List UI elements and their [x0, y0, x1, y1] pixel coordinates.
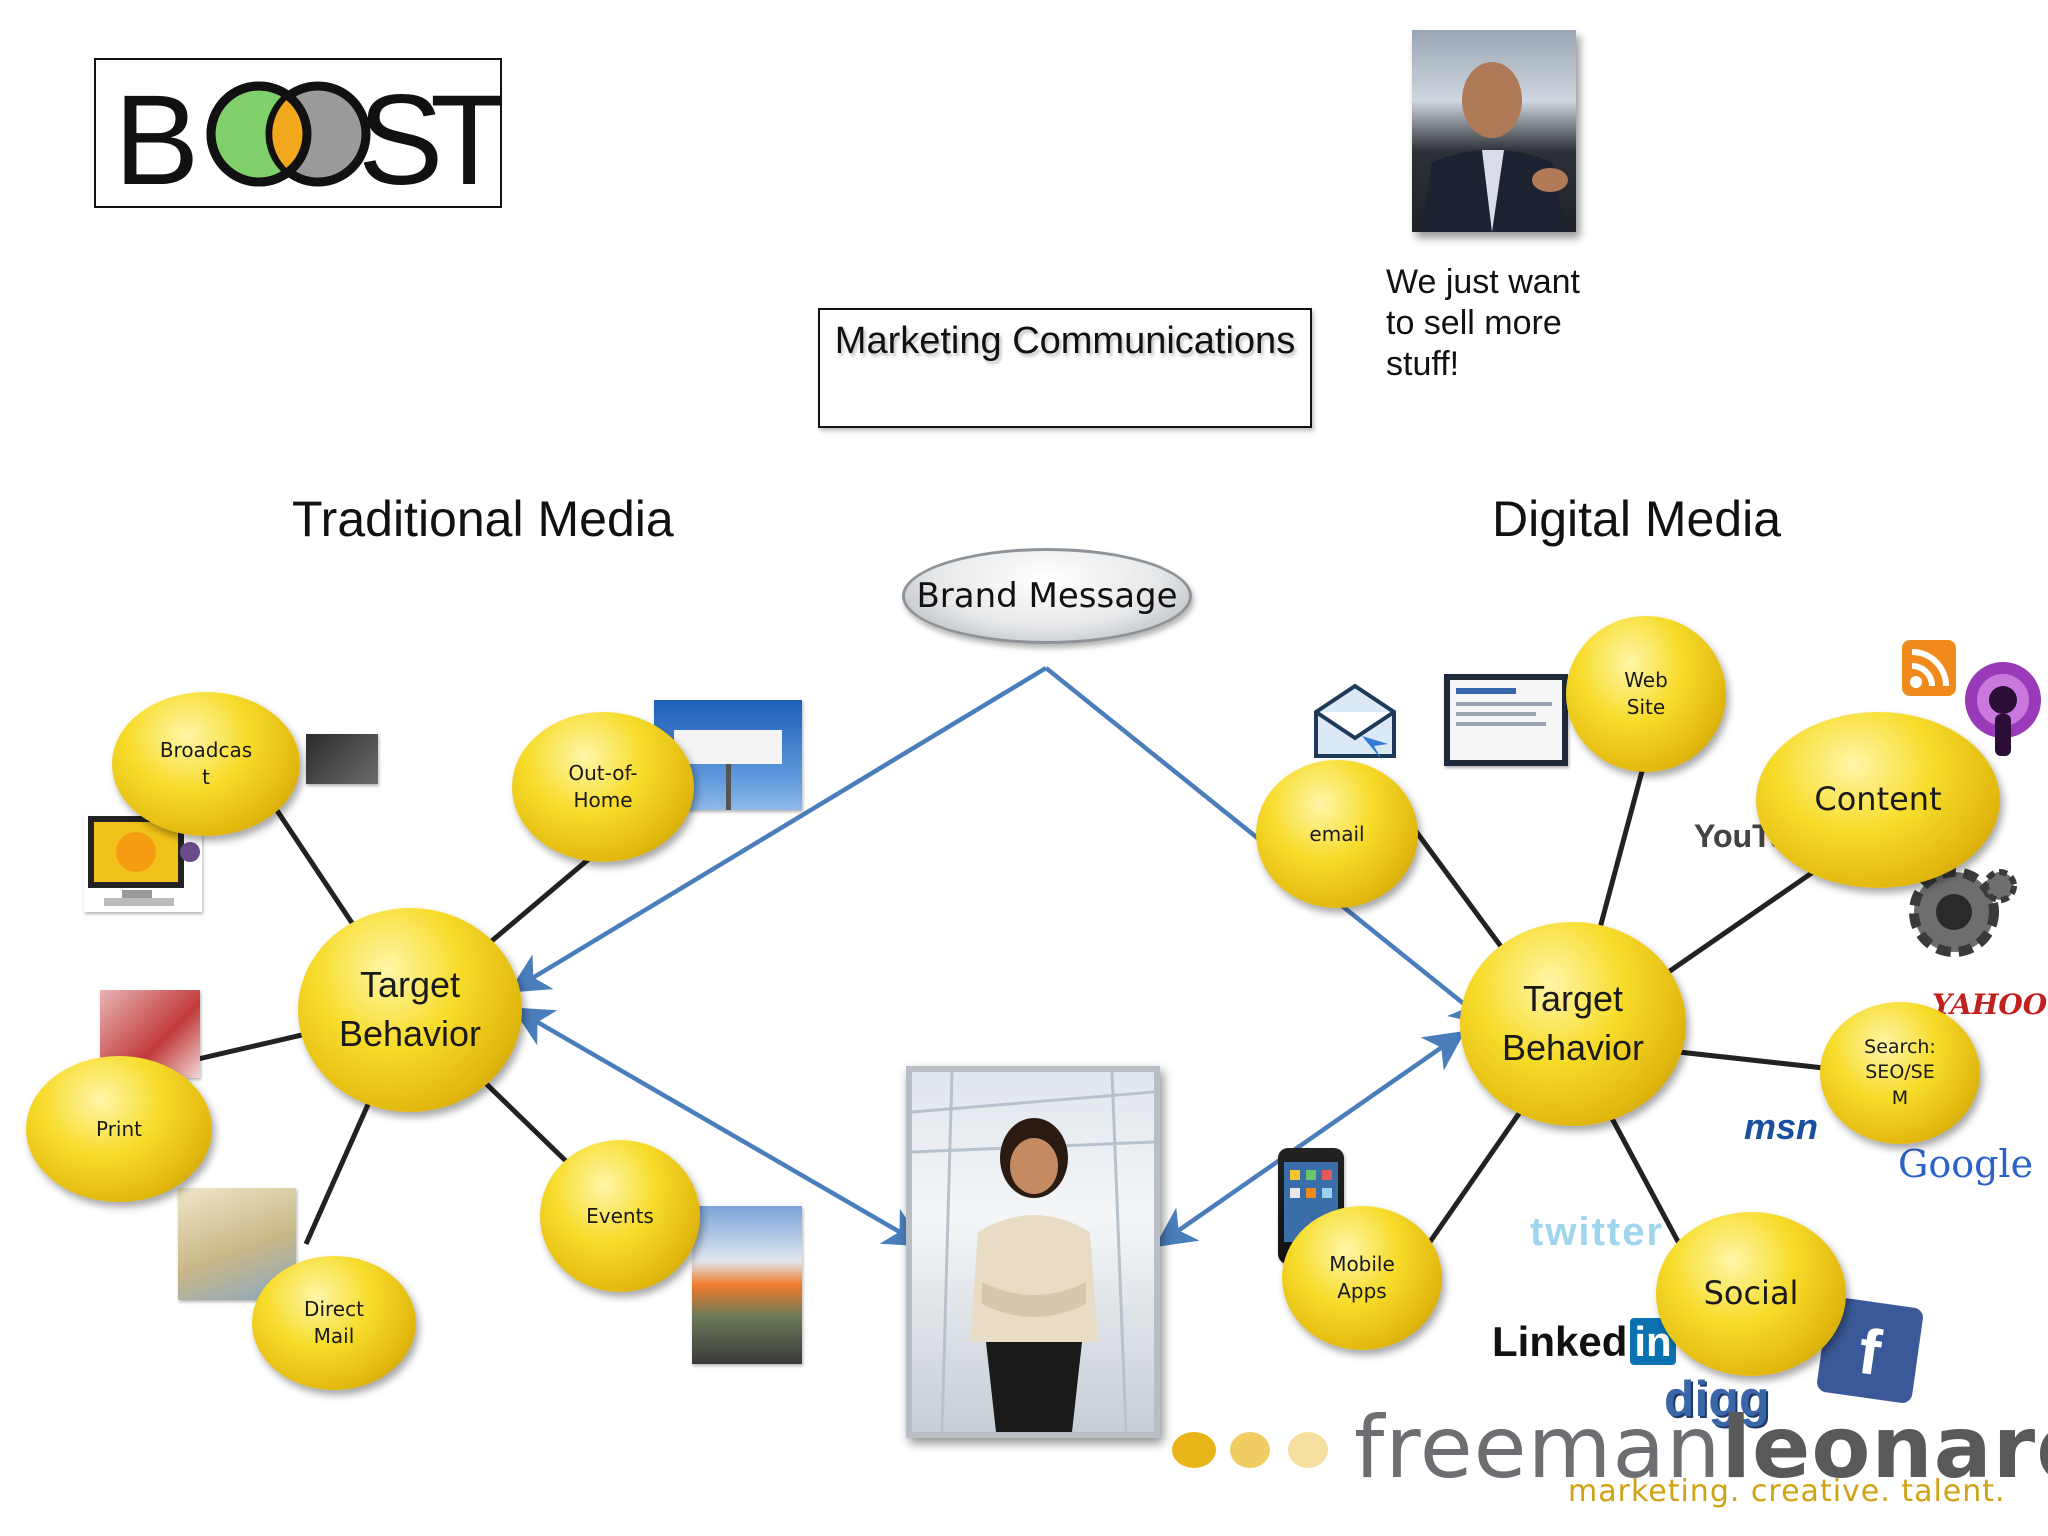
events-crowd-image	[692, 1206, 802, 1364]
node-search: Search: SEO/SE M	[1820, 1002, 1980, 1144]
heading-traditional-media: Traditional Media	[292, 491, 674, 547]
node-web-site: Web Site	[1566, 616, 1726, 772]
target-customer-photo	[906, 1066, 1160, 1438]
target-behavior-digital: Target Behavior	[1460, 922, 1686, 1126]
arrow-left-target-to-person	[512, 1007, 925, 1247]
website-screenshot-image	[1444, 674, 1568, 766]
diagram-title-box: Marketing Communications	[818, 308, 1312, 428]
footer-logo-dot-2	[1230, 1432, 1270, 1468]
google-logo: Google	[1898, 1142, 2034, 1186]
node-mobile-apps: Mobile Apps	[1282, 1206, 1442, 1350]
email-envelope-icon	[1312, 682, 1398, 762]
footer-logo-tagline: marketing. creative. talent.	[1568, 1474, 2006, 1509]
footer-logo-dot-3	[1288, 1432, 1328, 1468]
boost-logo-t: T	[430, 69, 500, 206]
broadcast-tv-image	[84, 812, 202, 912]
node-events: Events	[540, 1140, 700, 1292]
boost-logo-s: S	[358, 69, 443, 206]
arrow-right-target-to-person	[1154, 1030, 1466, 1248]
node-broadcast: Broadcas t	[112, 692, 300, 836]
rss-icon	[1900, 638, 1958, 698]
node-social: Social	[1656, 1212, 1846, 1376]
footer-logo-dot-1	[1172, 1432, 1216, 1468]
footer-logo-wordmark: freemanleonard	[1354, 1398, 2048, 1498]
node-print: Print	[26, 1056, 212, 1202]
boost-logo-mark: B S T	[114, 69, 508, 212]
boost-logo: B S T	[94, 58, 508, 212]
brand-message-label: Brand Message	[916, 576, 1178, 616]
digg-logo: digg	[1664, 1371, 1770, 1427]
boost-logo-b: B	[114, 69, 199, 206]
presenter-photo	[1412, 30, 1576, 232]
target-behavior-traditional: Target Behavior	[298, 908, 522, 1112]
broadcast-hand-image	[306, 734, 378, 784]
node-out-of-home: Out-of- Home	[512, 712, 694, 862]
heading-digital-media: Digital Media	[1492, 491, 1782, 547]
arrow-brand-to-left-target	[508, 666, 1048, 993]
yahoo-logo: YAHOO!	[1932, 988, 2048, 1021]
twitter-logo: twitter	[1530, 1210, 1664, 1254]
billboard-image	[654, 700, 802, 810]
node-email: email	[1256, 760, 1418, 908]
node-direct-mail: Direct Mail	[252, 1256, 416, 1390]
podcast-icon	[1960, 660, 2046, 760]
node-content: Content	[1756, 712, 2000, 888]
settings-gears-icon	[1890, 852, 2020, 962]
diagram-title: Marketing Communications	[834, 320, 1296, 362]
brand-message-oval: Brand Message	[902, 548, 1192, 644]
msn-logo: msn	[1744, 1106, 1819, 1147]
presenter-quote: We just want to sell more stuff!	[1386, 263, 1581, 383]
